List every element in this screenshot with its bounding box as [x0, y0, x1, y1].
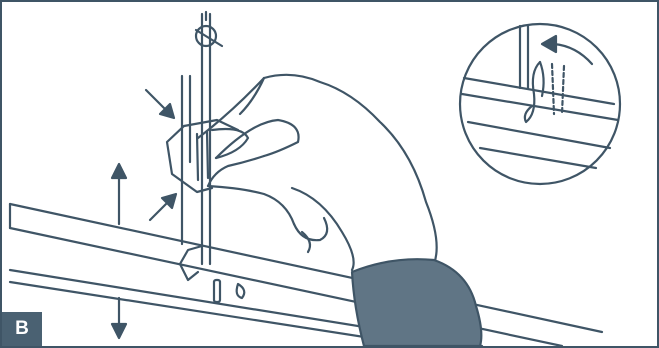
rotate-arrow [542, 36, 592, 64]
up-arrow [112, 164, 126, 224]
press-arrow-bottom [150, 194, 176, 220]
step-badge: B [2, 312, 42, 346]
press-arrow-top [146, 90, 174, 118]
hand [198, 75, 437, 270]
down-arrow [112, 298, 126, 338]
inset-detail-circle [460, 24, 620, 184]
ceiling-grid-rail [10, 204, 602, 346]
hanger-wire [196, 12, 222, 264]
hanger-wire-secondary [182, 76, 190, 244]
sleeve [352, 259, 481, 346]
rail-slots [214, 280, 244, 302]
